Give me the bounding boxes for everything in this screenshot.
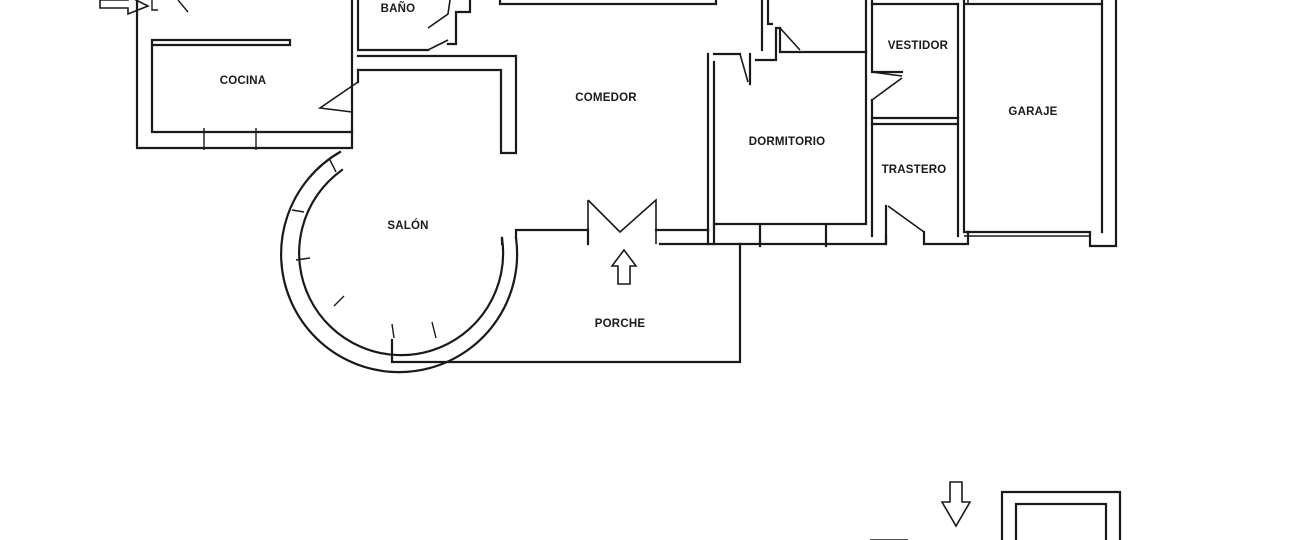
garaje-walls xyxy=(962,0,1118,248)
room-label-salon: SALÓN xyxy=(387,220,429,232)
lower-arrow-icon xyxy=(940,481,972,528)
top-left-arrow-icon xyxy=(99,0,189,16)
room-label-bano: BAÑO xyxy=(380,3,416,15)
room-label-garaje: GARAJE xyxy=(1008,106,1058,118)
room-label-comedor: COMEDOR xyxy=(575,92,637,104)
room-label-dormitorio: DORMITORIO xyxy=(748,136,826,148)
top-walls xyxy=(498,0,774,52)
bano-walls xyxy=(350,0,472,114)
comedor-walls xyxy=(317,54,518,155)
salon-walls xyxy=(280,150,590,374)
porche-outline xyxy=(390,242,742,364)
entrance-arrow-icon xyxy=(610,248,638,285)
vestidor-walls xyxy=(864,0,970,246)
lower-structure xyxy=(870,490,1122,540)
room-label-porche: PORCHE xyxy=(594,318,646,330)
room-label-trastero: TRASTERO xyxy=(881,164,947,176)
room-label-cocina: COCINA xyxy=(219,75,267,87)
entrance-door xyxy=(587,198,742,246)
room-label-vestidor: VESTIDOR xyxy=(887,40,949,52)
cocina-walls xyxy=(135,0,354,150)
dormitorio-walls xyxy=(706,26,888,248)
